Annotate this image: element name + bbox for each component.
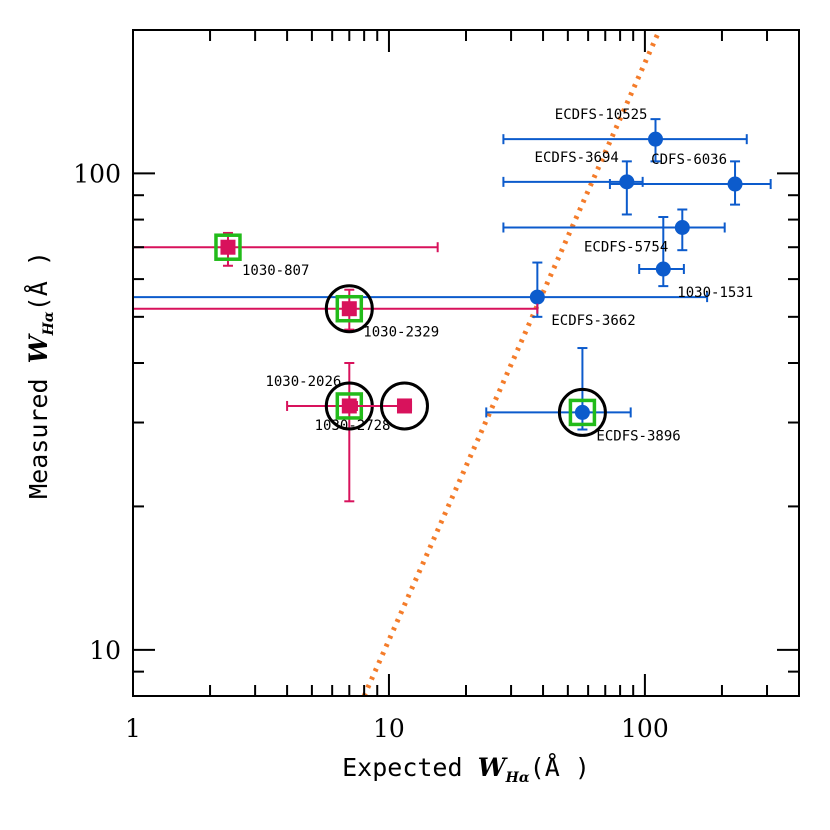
y-tick-label: 10 (89, 636, 121, 665)
point-label: ECDFS-3694 (535, 150, 619, 166)
data-point (220, 239, 236, 255)
data-point (655, 261, 671, 277)
data-point (396, 398, 412, 414)
plot-frame (132, 29, 800, 697)
data-point (341, 398, 357, 414)
data-point (727, 176, 743, 192)
one-to-one-line (361, 30, 662, 696)
x-tick-label: 100 (621, 714, 669, 743)
point-label: 1030-1531 (677, 285, 753, 301)
x-tick-label: 1 (125, 714, 141, 743)
data-point (647, 131, 663, 147)
data-point (341, 301, 357, 317)
x-axis-label-symbol: W (478, 753, 509, 782)
point-label: 1030-2329 (363, 325, 439, 341)
highlight-square (214, 233, 242, 261)
highlight-circle (379, 381, 429, 431)
y-axis-label-sub: Hα (41, 311, 57, 336)
highlight-square (568, 398, 597, 427)
data-point (674, 219, 690, 235)
x-axis-label-unit: (Å ) (530, 753, 590, 782)
y-axis-label-symbol: W (24, 332, 53, 363)
data-point (529, 289, 545, 305)
x-axis-label-prefix: Expected (342, 753, 477, 782)
y-tick-label: 100 (73, 159, 121, 188)
x-axis-label: Expected WHα(Å ) (342, 753, 590, 786)
marks-layer (133, 30, 772, 696)
highlight-circle (557, 387, 607, 437)
point-label: 1030-2728 (315, 418, 391, 434)
x-tick-label: 10 (373, 714, 405, 743)
y-axis-label-unit: (Å ) (24, 251, 53, 311)
point-label: ECDFS-3896 (596, 428, 680, 444)
point-label: 1030-807 (242, 263, 309, 279)
point-label: CDFS-6036 (651, 152, 727, 168)
data-point (574, 404, 590, 420)
point-label: ECDFS-5754 (584, 239, 668, 255)
y-axis-label: Measured WHα(Å ) (24, 251, 57, 499)
ticks-layer: 1 10 100 10 100 (73, 29, 800, 743)
highlight-circle (324, 284, 374, 334)
data-point (619, 174, 635, 190)
x-axis-label-sub: Hα (505, 770, 530, 786)
y-axis-label-prefix: Measured (24, 363, 53, 498)
point-label: ECDFS-10525 (555, 107, 648, 123)
point-label: 1030-2026 (265, 374, 341, 390)
point-label: ECDFS-3662 (551, 313, 635, 329)
highlight-square (335, 294, 364, 323)
